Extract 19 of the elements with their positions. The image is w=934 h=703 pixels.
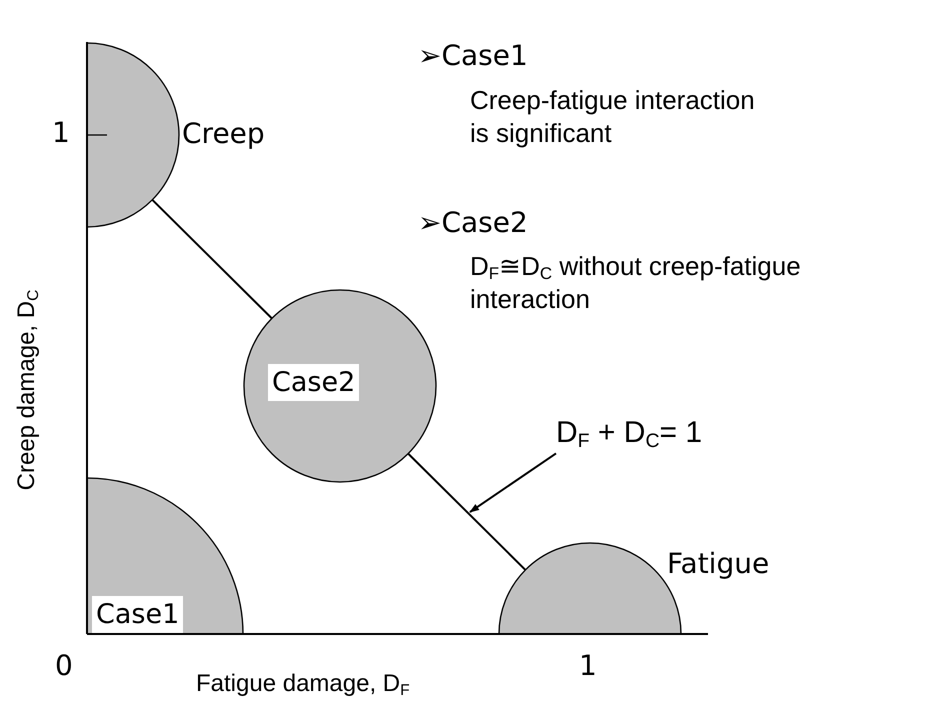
case-heading: ➢Case1 (418, 38, 528, 73)
region-name: Creep (182, 116, 265, 151)
case-heading: ➢Case2 (418, 205, 528, 240)
interaction-line (407, 452, 526, 571)
leader-arrow (469, 452, 557, 513)
region-name: Fatigue (667, 546, 770, 581)
region-sector (87, 478, 243, 634)
case-description: D$_{F}$≅D$_{C}$ without creep-fatigue interaction (470, 250, 802, 315)
case-description: Creep-fatigue interaction is significant (470, 84, 756, 149)
region-label: Case2 (268, 364, 360, 401)
tick-label: 1 (579, 648, 597, 683)
region-circle (244, 290, 436, 482)
tick-label: 1 (52, 115, 70, 150)
interaction-line (152, 199, 273, 320)
axis-title: Fatigue damage, D$_{F}$ (196, 669, 410, 699)
region-label: Case1 (92, 596, 184, 633)
region-sector (87, 43, 179, 227)
tick-label: 0 (55, 648, 73, 683)
equation-label: D$_{F}$ + D$_{C}$= 1 (556, 416, 786, 464)
